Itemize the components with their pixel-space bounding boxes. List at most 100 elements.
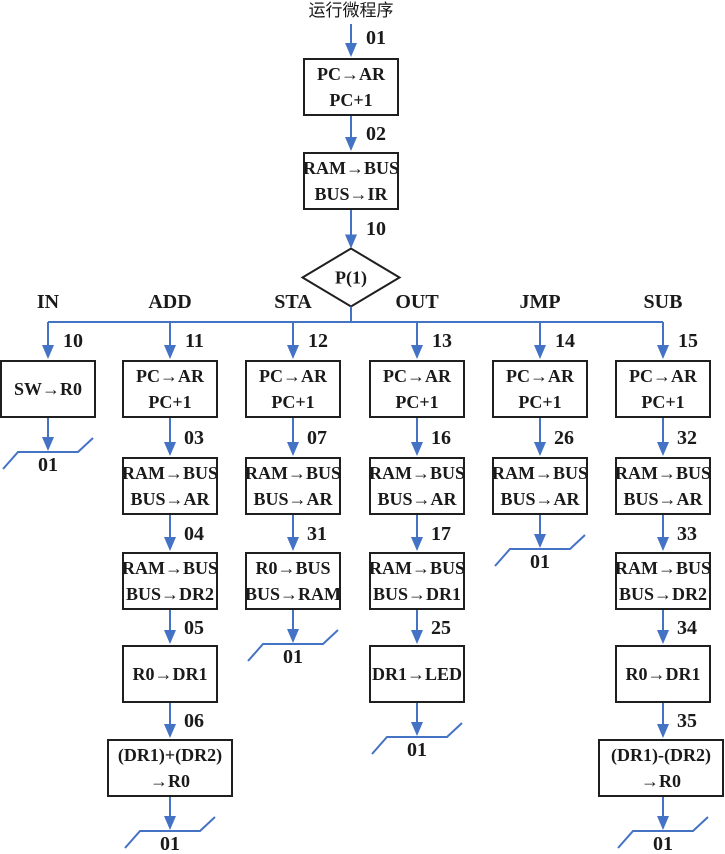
step-label: 11 (185, 330, 204, 352)
box-line: →R0 (150, 771, 190, 791)
flow-box: RAM→BUS BUS→DR2 (615, 552, 711, 610)
flow-box: PC→AR PC+1 (615, 360, 711, 418)
box-line: PC+1 (329, 90, 373, 110)
box-line: BUS→DR2 (618, 584, 707, 604)
box-line: PC+1 (518, 392, 562, 412)
box-line: RAM→BUS (492, 463, 589, 483)
flow-box: RAM→BUS BUS→AR (245, 457, 341, 515)
flow-box: RAM→BUS BUS→AR (122, 457, 218, 515)
branch-name-label: OUT (395, 291, 439, 313)
step-label: 34 (677, 616, 697, 639)
flow-box: DR1→LED (369, 645, 465, 703)
flow-box: RAM→BUS BUS→AR (615, 457, 711, 515)
box-line: PC→AR (136, 366, 204, 386)
box-line: BUS→AR (623, 489, 703, 509)
step-label: 12 (308, 330, 328, 352)
exit-label: 01 (283, 646, 303, 668)
box-line: BUS→DR1 (372, 584, 461, 604)
branch-name-label: ADD (148, 291, 192, 313)
box-line: BUS→AR (500, 489, 580, 509)
box-line: PC→AR (629, 366, 697, 386)
box-line: BUS→IR (314, 184, 388, 204)
box-line: RAM→BUS (369, 558, 466, 578)
step-label: 15 (678, 330, 698, 352)
step-label: 07 (307, 426, 327, 449)
step-label: 32 (677, 426, 697, 449)
box-line: PC→AR (383, 366, 451, 386)
box-line: PC→AR (259, 366, 327, 386)
box-line: BUS→RAM (245, 584, 342, 604)
box-line: BUS→AR (253, 489, 333, 509)
box-line: →R0 (641, 771, 681, 791)
step-label: 03 (184, 426, 204, 449)
box-line: RAM→BUS (245, 463, 342, 483)
flow-box: PC→AR PC+1 (369, 360, 465, 418)
box-line: PC+1 (395, 392, 439, 412)
step-label: 25 (431, 616, 451, 639)
flow-box: R0→DR1 (122, 645, 218, 703)
flow-box: SW→R0 (0, 360, 96, 418)
step-label: 17 (431, 522, 451, 545)
flow-box: R0→DR1 (615, 645, 711, 703)
step-label: 35 (677, 710, 697, 732)
box-line: BUS→AR (377, 489, 457, 509)
step-label: 26 (554, 426, 574, 449)
exit-label: 01 (407, 739, 427, 761)
flow-box: PC→AR PC+1 (245, 360, 341, 418)
box-line: SW→R0 (13, 379, 82, 399)
box-line: PC→AR (317, 64, 385, 84)
box-line: PC+1 (271, 392, 315, 412)
branch-name-label: IN (36, 291, 60, 313)
flow-box: (DR1)+(DR2) →R0 (107, 739, 233, 797)
flow-box: PC→AR PC+1 (492, 360, 588, 418)
exit-label: 01 (530, 551, 550, 573)
branch-name-label: JMP (519, 291, 561, 313)
box-line: (DR1)+(DR2) (117, 745, 223, 765)
branch-name-label: SUB (643, 291, 683, 313)
flow-title: 运行微程序 (308, 1, 394, 20)
step-label: 10 (366, 218, 386, 241)
box-line: RAM→BUS (615, 558, 712, 578)
step-label: 02 (366, 123, 386, 145)
box-line: R0→BUS (255, 558, 331, 578)
flow-box: PC→AR PC+1 (303, 58, 399, 116)
box-line: PC→AR (506, 366, 574, 386)
step-label: 33 (677, 522, 697, 545)
box-line: RAM→BUS (303, 158, 400, 178)
step-label: 14 (555, 330, 575, 352)
exit-label: 01 (160, 833, 180, 854)
flow-box: PC→AR PC+1 (122, 360, 218, 418)
step-label: 06 (184, 710, 204, 732)
exit-label: 01 (653, 833, 673, 854)
flow-box: RAM→BUS BUS→IR (303, 152, 399, 210)
flow-box: (DR1)-(DR2) →R0 (598, 739, 724, 797)
box-line: R0→DR1 (132, 664, 208, 684)
box-line: R0→DR1 (625, 664, 701, 684)
box-line: RAM→BUS (122, 558, 219, 578)
step-label: 31 (307, 522, 327, 545)
step-label: 01 (366, 27, 386, 49)
decision-label: P(1) (335, 267, 367, 287)
branch-name-label: STA (274, 291, 312, 313)
connector-group (2, 24, 709, 849)
step-label: 10 (63, 330, 83, 352)
exit-label: 01 (38, 454, 58, 476)
step-label: 13 (432, 330, 452, 352)
box-line: PC+1 (148, 392, 192, 412)
box-line: RAM→BUS (122, 463, 219, 483)
box-line: RAM→BUS (369, 463, 466, 483)
flow-box: RAM→BUS BUS→AR (492, 457, 588, 515)
step-label: 05 (184, 616, 204, 639)
flow-box: RAM→BUS BUS→DR1 (369, 552, 465, 610)
step-label: 04 (184, 522, 204, 545)
box-line: BUS→AR (130, 489, 210, 509)
flow-box: RAM→BUS BUS→AR (369, 457, 465, 515)
box-line: (DR1)-(DR2) (611, 745, 711, 765)
box-line: RAM→BUS (615, 463, 712, 483)
step-label: 16 (431, 426, 451, 449)
box-line: PC+1 (641, 392, 685, 412)
box-line: DR1→LED (371, 664, 462, 684)
